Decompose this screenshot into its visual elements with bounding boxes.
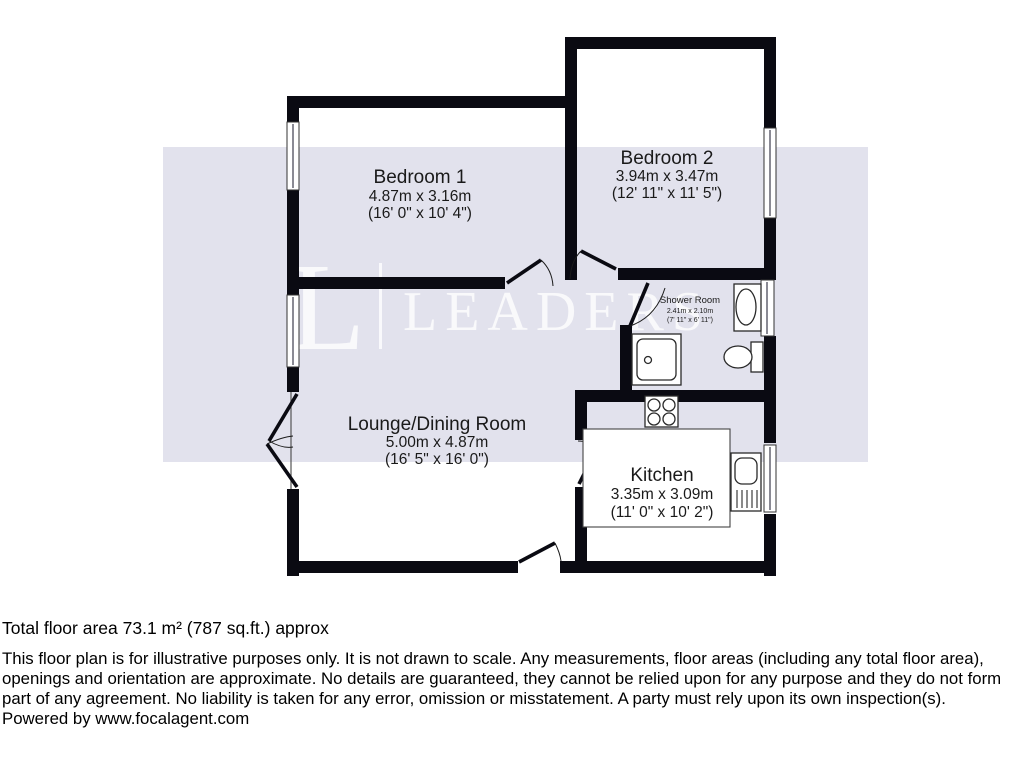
bedroom1-metric: 4.87m x 3.16m	[369, 188, 472, 205]
washbasin-fixture	[733, 283, 762, 332]
hob-fixture	[644, 395, 679, 428]
shower-tray-fixture	[631, 333, 682, 386]
bedroom2-metric: 3.94m x 3.47m	[616, 168, 719, 185]
total-floor-area: Total floor area 73.1 m² (787 sq.ft.) ap…	[2, 618, 329, 638]
lounge-imperial: (16' 5" x 16' 0")	[385, 451, 489, 468]
logo-divider	[379, 263, 382, 349]
bedroom2-door	[569, 249, 617, 280]
fixtures	[582, 283, 764, 528]
kitchen-label: Kitchen 3.35m x 3.09m (11' 0" x 10' 2")	[611, 465, 714, 521]
wall-left-2	[287, 190, 299, 295]
bedroom2-name: Bedroom 2	[621, 148, 714, 169]
lounge-metric: 5.00m x 4.87m	[386, 434, 489, 451]
leaders-logo: L LEADERS	[289, 239, 711, 377]
logo-wordmark: LEADERS	[403, 281, 711, 343]
french-doors	[265, 392, 299, 489]
kitchen-metric: 3.35m x 3.09m	[611, 486, 714, 503]
powered-by-text: Powered by www.focalagent.com	[2, 709, 250, 728]
kitchen-name: Kitchen	[630, 465, 693, 486]
kitchen-sink-fixture	[730, 452, 762, 512]
wall-shower-top	[618, 268, 764, 280]
wall-right-1	[764, 37, 776, 128]
kitchen-counter	[582, 428, 731, 528]
bedroom1-label: Bedroom 1 4.87m x 3.16m (16' 0" x 10' 4"…	[368, 167, 472, 222]
lounge-name: Lounge/Dining Room	[348, 414, 527, 435]
wall-left-1	[287, 96, 299, 122]
wall-right-3	[764, 336, 776, 443]
wall-bed1-lounge	[287, 277, 505, 289]
front-door	[518, 541, 562, 564]
shower-room-label: Shower Room 2.41m x 2.10m (7' 11" x 6' 1…	[660, 295, 720, 324]
wall-bottom-2	[560, 561, 776, 573]
windows	[286, 121, 777, 513]
logo-initial: L	[289, 239, 365, 377]
bedroom1-window	[286, 121, 300, 191]
bedroom2-window	[763, 127, 777, 219]
kitchen-window	[763, 444, 777, 513]
shower-name: Shower Room	[660, 295, 720, 306]
wall-right-2	[764, 218, 776, 280]
wall-bottom-1	[287, 561, 518, 573]
wall-left-4	[287, 489, 299, 576]
lounge-label: Lounge/Dining Room 5.00m x 4.87m (16' 5"…	[348, 414, 527, 468]
shower-door	[628, 282, 666, 327]
toilet-fixture	[723, 341, 764, 373]
walls	[287, 37, 776, 576]
bedroom2-imperial: (12' 11" x 11' 5")	[612, 185, 722, 202]
bedroom1-door	[505, 258, 554, 287]
bedroom1-imperial: (16' 0" x 10' 4")	[368, 205, 472, 222]
disclaimer-text: This floor plan is for illustrative purp…	[2, 649, 1002, 708]
shower-metric: 2.41m x 2.10m	[667, 308, 713, 315]
wall-left-3	[287, 367, 299, 392]
wall-shower-left	[620, 325, 632, 397]
wall-bed1-bed2	[565, 49, 577, 280]
bedroom2-label: Bedroom 2 3.94m x 3.47m (12' 11" x 11' 5…	[612, 148, 722, 202]
bedroom1-name: Bedroom 1	[374, 167, 467, 188]
wall-right-4	[764, 514, 776, 576]
wall-top-bed2	[565, 37, 776, 49]
kitchen-imperial: (11' 0" x 10' 2")	[611, 504, 714, 521]
wall-top-bed1	[287, 96, 577, 108]
shower-window	[760, 279, 775, 337]
lounge-window	[286, 294, 300, 368]
shower-imperial: (7' 11" x 6' 11")	[667, 317, 713, 324]
